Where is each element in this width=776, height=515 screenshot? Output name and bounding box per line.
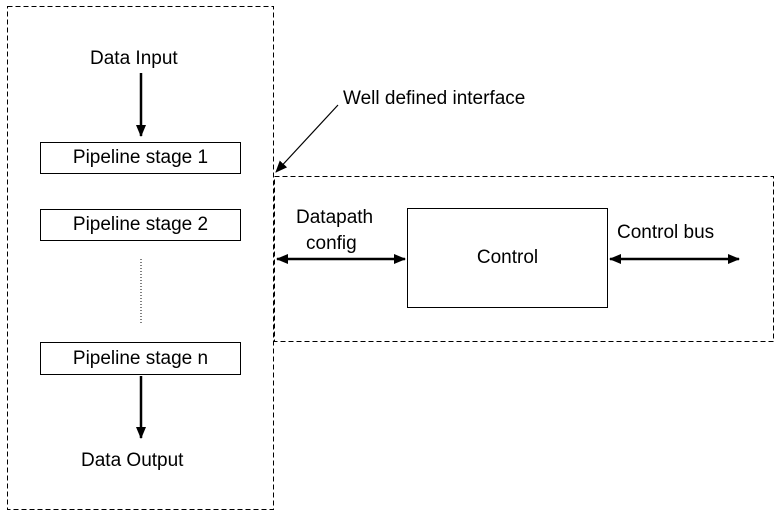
pipeline-stage-1-box: Pipeline stage 1 xyxy=(40,142,241,174)
control-bus-label: Control bus xyxy=(617,222,715,243)
interface-label: Well defined interface xyxy=(343,88,526,109)
data-input-label: Data Input xyxy=(90,48,178,69)
control-box: Control xyxy=(407,208,608,308)
control-region-border xyxy=(274,176,774,342)
data-output-label: Data Output xyxy=(81,450,184,471)
datapath-config-label-line2: config xyxy=(306,233,357,254)
interface-pointer-arrow xyxy=(275,104,339,173)
datapath-config-label-line1: Datapath xyxy=(296,207,374,228)
pipeline-region-border xyxy=(7,6,274,510)
pipeline-stage-2-box: Pipeline stage 2 xyxy=(40,209,241,241)
pipeline-stage-n-box: Pipeline stage n xyxy=(40,342,241,375)
